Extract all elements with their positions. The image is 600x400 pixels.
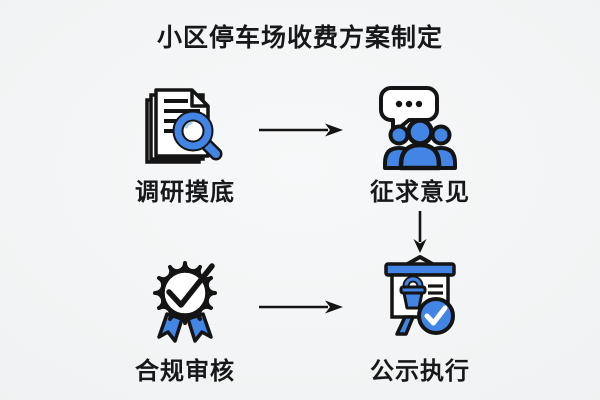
document-magnifier-icon <box>140 84 230 172</box>
step-compliance <box>85 253 285 350</box>
step-publish <box>320 253 520 350</box>
step-survey <box>85 84 285 177</box>
step-survey-label: 调研摸底 <box>135 179 235 206</box>
step-feedback-label: 征求意见 <box>370 179 470 206</box>
arrow-compliance-to-publish <box>257 298 345 316</box>
presentation-board-check-icon <box>372 253 468 345</box>
award-badge-check-icon <box>140 253 230 345</box>
page-title: 小区停车场收费方案制定 <box>156 24 443 52</box>
arrow-survey-to-feedback <box>257 121 345 139</box>
step-compliance-label: 合规审核 <box>135 358 235 385</box>
speech-bubble-people-icon <box>375 84 465 172</box>
arrow-feedback-to-publish <box>411 209 429 255</box>
step-feedback <box>320 84 520 177</box>
step-publish-label: 公示执行 <box>370 358 470 385</box>
